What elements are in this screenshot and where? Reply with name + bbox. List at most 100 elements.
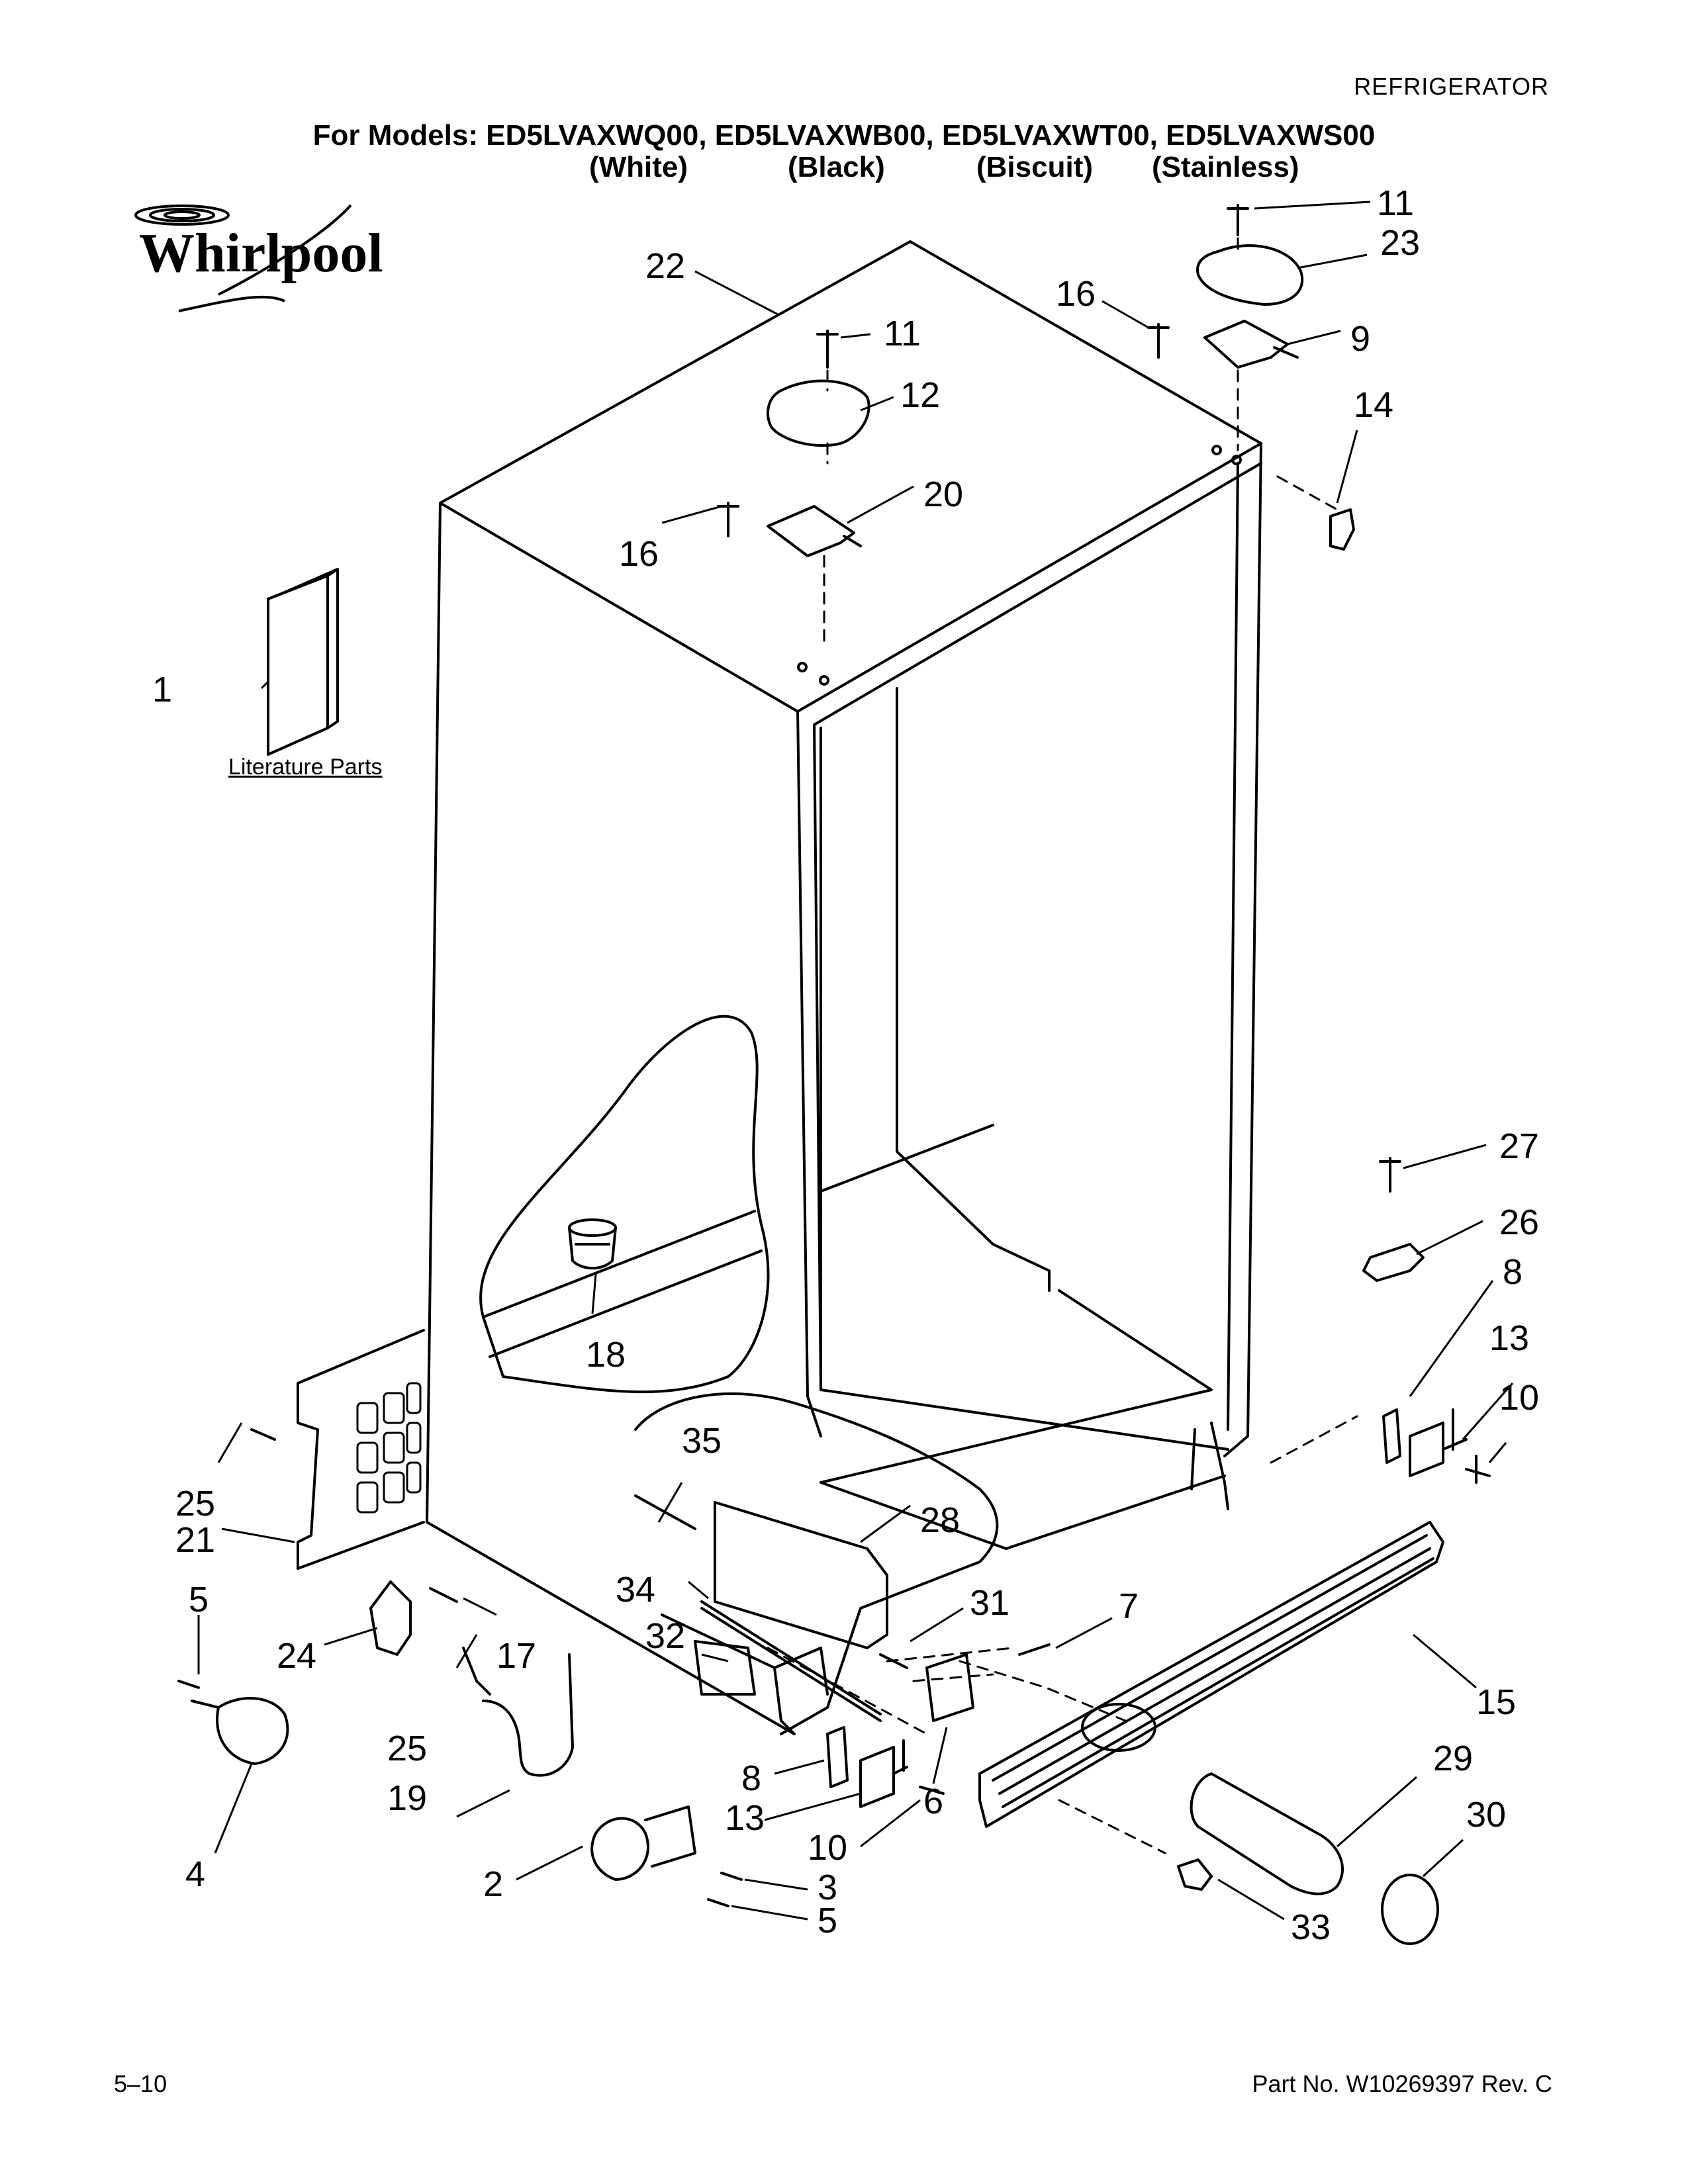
rear-roller-4 — [191, 1697, 289, 1765]
lower-hinge-8-left — [826, 1726, 849, 1788]
color-biscuit: (Biscuit) — [976, 151, 1093, 183]
callout-20: 20 — [923, 475, 963, 514]
callout-29: 29 — [1433, 1739, 1473, 1778]
heater-32 — [694, 1640, 756, 1696]
callout-16a: 16 — [619, 534, 659, 574]
callout-33: 33 — [1291, 1907, 1331, 1947]
screw-16a — [717, 502, 739, 537]
page-category: REFRIGERATOR — [1354, 73, 1549, 100]
callout-8-left: 8 — [741, 1758, 761, 1798]
grille-filter-port — [1081, 1703, 1156, 1752]
callout-24: 24 — [277, 1636, 316, 1676]
screw-10-left — [919, 1786, 945, 1795]
valve-body-28 — [714, 1501, 888, 1649]
callout-32: 32 — [645, 1616, 685, 1656]
leader-lines — [197, 201, 1514, 1921]
models-line: For Models: ED5LVAXWQ00, ED5LVAXWB00, ED… — [312, 119, 1376, 152]
literature-book — [267, 568, 339, 756]
literature-parts-label: Literature Parts — [228, 754, 383, 780]
tube-34 — [700, 1600, 882, 1722]
base-grille — [978, 1521, 1444, 1828]
whirlpool-logo-mark: Whirlpool — [134, 204, 383, 312]
callout-28: 28 — [920, 1500, 960, 1540]
whirlpool-logo: Whirlpool — [132, 195, 397, 324]
screw-3 — [720, 1872, 743, 1881]
callout-11a: 11 — [884, 314, 921, 353]
cutaway-left-liner — [479, 1015, 770, 1394]
callout-12: 12 — [900, 375, 940, 415]
logo-wordmark: Whirlpool — [139, 222, 383, 284]
hinge-shim-26 — [1362, 1243, 1425, 1282]
panel-vents — [356, 1382, 422, 1514]
alignment-lines — [767, 237, 1358, 1854]
part-number: Part No. W10269397 Rev. C — [1252, 2070, 1552, 2097]
lower-hinge-right — [1382, 1408, 1468, 1477]
callout-25a: 25 — [175, 1484, 215, 1524]
screw-31 — [879, 1653, 908, 1669]
filter-bypass-cap — [1177, 1858, 1213, 1891]
valve-25 — [462, 1647, 491, 1696]
front-toe — [1190, 1422, 1229, 1510]
callout-23: 23 — [1380, 223, 1420, 263]
cutaway-left-floor — [482, 1210, 763, 1358]
callout-10-right: 10 — [1499, 1378, 1539, 1418]
rear-bracket-24 — [369, 1580, 412, 1656]
cabinet-top — [439, 240, 1262, 713]
callout-9: 9 — [1350, 319, 1370, 359]
screw-11a — [816, 330, 839, 369]
callout-8-right: 8 — [1503, 1252, 1523, 1292]
callout-16b: 16 — [1056, 274, 1096, 314]
callout-4: 4 — [185, 1854, 205, 1894]
top-hinge-9 — [1203, 320, 1299, 369]
machine-compartment — [661, 1614, 829, 1735]
lower-hinge-13-left — [859, 1739, 908, 1808]
callout-30: 30 — [1466, 1795, 1506, 1835]
callout-19: 19 — [387, 1778, 427, 1818]
water-filter — [1190, 1772, 1344, 1895]
screw-5a — [177, 1680, 200, 1689]
callout-1: 1 — [152, 670, 172, 709]
callout-11b: 11 — [1377, 183, 1414, 223]
inner-compartment — [820, 687, 1226, 1550]
screw-25a — [250, 1428, 276, 1441]
hinge-pin-cover-14 — [1329, 508, 1355, 551]
water-tube — [482, 1653, 574, 1777]
callout-5a: 5 — [189, 1580, 209, 1619]
screw-7 — [1018, 1643, 1051, 1656]
drain-plug-18 — [568, 1226, 617, 1270]
cutaway-bottom — [634, 1392, 999, 1735]
callout-18: 18 — [586, 1335, 626, 1375]
callout-numbers: 22 11 23 16 9 14 11 12 20 16 1 18 27 26 … — [152, 183, 1539, 1947]
callout-35: 35 — [682, 1421, 722, 1461]
screw-17 — [429, 1587, 458, 1603]
color-white: (White) — [589, 151, 688, 183]
callout-7: 7 — [1119, 1586, 1139, 1626]
callout-14: 14 — [1354, 385, 1393, 425]
callout-10-left: 10 — [808, 1828, 847, 1868]
color-black: (Black) — [788, 151, 885, 183]
cabinet-left-side — [426, 502, 796, 1735]
callout-5b: 5 — [818, 1901, 837, 1940]
callout-6: 6 — [923, 1782, 943, 1821]
callout-34: 34 — [616, 1570, 655, 1610]
color-stainless: (Stainless) — [1152, 151, 1299, 183]
date-code: 5–10 — [114, 2070, 167, 2097]
models-header: For Models: ED5LVAXWQ00, ED5LVAXWB00, ED… — [0, 119, 1688, 152]
rear-access-panel — [297, 1329, 425, 1570]
front-frame — [796, 442, 1262, 1457]
callout-22: 22 — [645, 246, 685, 286]
callout-17: 17 — [496, 1636, 536, 1676]
screw-16b — [1147, 323, 1170, 359]
callout-13-right: 13 — [1489, 1318, 1529, 1358]
screw-5b — [707, 1898, 729, 1907]
filter-cap — [1381, 1874, 1439, 1945]
callout-2: 2 — [483, 1864, 503, 1904]
hinge-cover-23 — [1196, 244, 1304, 306]
callout-21: 21 — [175, 1520, 215, 1560]
screw-27 — [1379, 1157, 1401, 1193]
callout-3: 3 — [818, 1868, 837, 1907]
front-roller-2 — [590, 1805, 696, 1881]
callout-15: 15 — [1476, 1682, 1516, 1722]
hinge-cover-12 — [767, 379, 870, 447]
